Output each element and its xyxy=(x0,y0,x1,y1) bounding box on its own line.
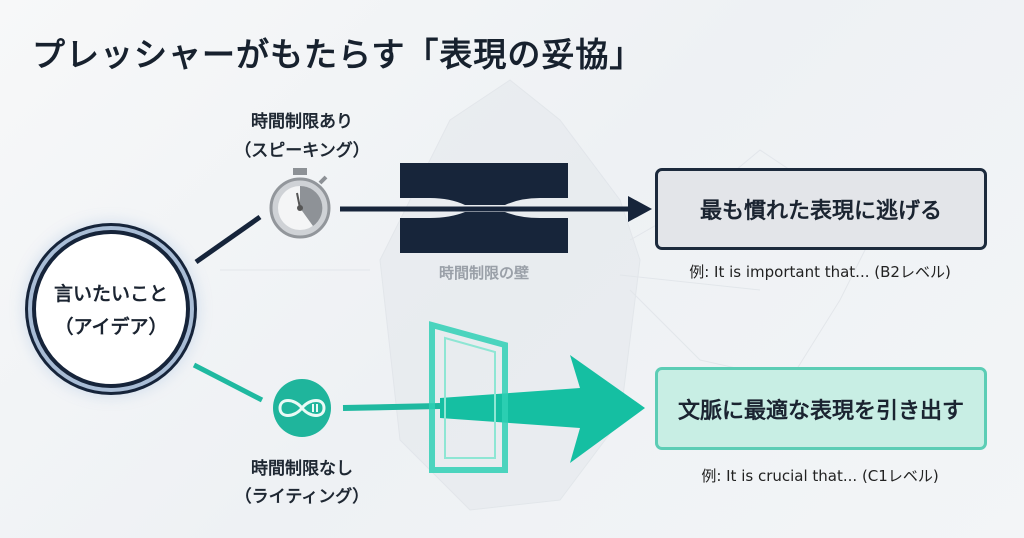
infinity-icon xyxy=(273,379,331,437)
speaking-arrow-head xyxy=(628,196,652,222)
speaking-label: 時間制限あり xyxy=(251,112,353,132)
writing-label: 時間制限なし xyxy=(251,459,353,479)
result-speaking-example: 例: It is important that... (B2レベル) xyxy=(689,263,951,281)
writing-line xyxy=(342,403,441,411)
stopwatch-icon xyxy=(269,168,331,239)
writing-sublabel: （ライティング） xyxy=(234,487,370,507)
page-title: プレッシャーがもたらす「表現の妥協」 xyxy=(32,35,644,74)
time-wall-bottom xyxy=(400,212,568,253)
result-writing-box: 文脈に最適な表現を引き出す xyxy=(655,367,987,450)
speaking-sublabel: （スピーキング） xyxy=(234,141,370,161)
idea-line1: 言いたいこと xyxy=(53,283,168,305)
result-writing-example: 例: It is crucial that... (C1レベル) xyxy=(701,467,939,485)
writing-arrow xyxy=(440,355,645,463)
idea-circle: 言いたいこと （アイデア） xyxy=(32,230,190,388)
connector-speaking xyxy=(194,214,262,265)
result-speaking-box: 最も慣れた表現に逃げる xyxy=(655,168,987,250)
idea-line2: （アイデア） xyxy=(54,316,168,338)
connector-writing xyxy=(192,362,264,403)
time-wall-label: 時間制限の壁 xyxy=(438,264,529,282)
time-wall-top xyxy=(400,163,568,205)
glass-frame xyxy=(429,321,508,473)
